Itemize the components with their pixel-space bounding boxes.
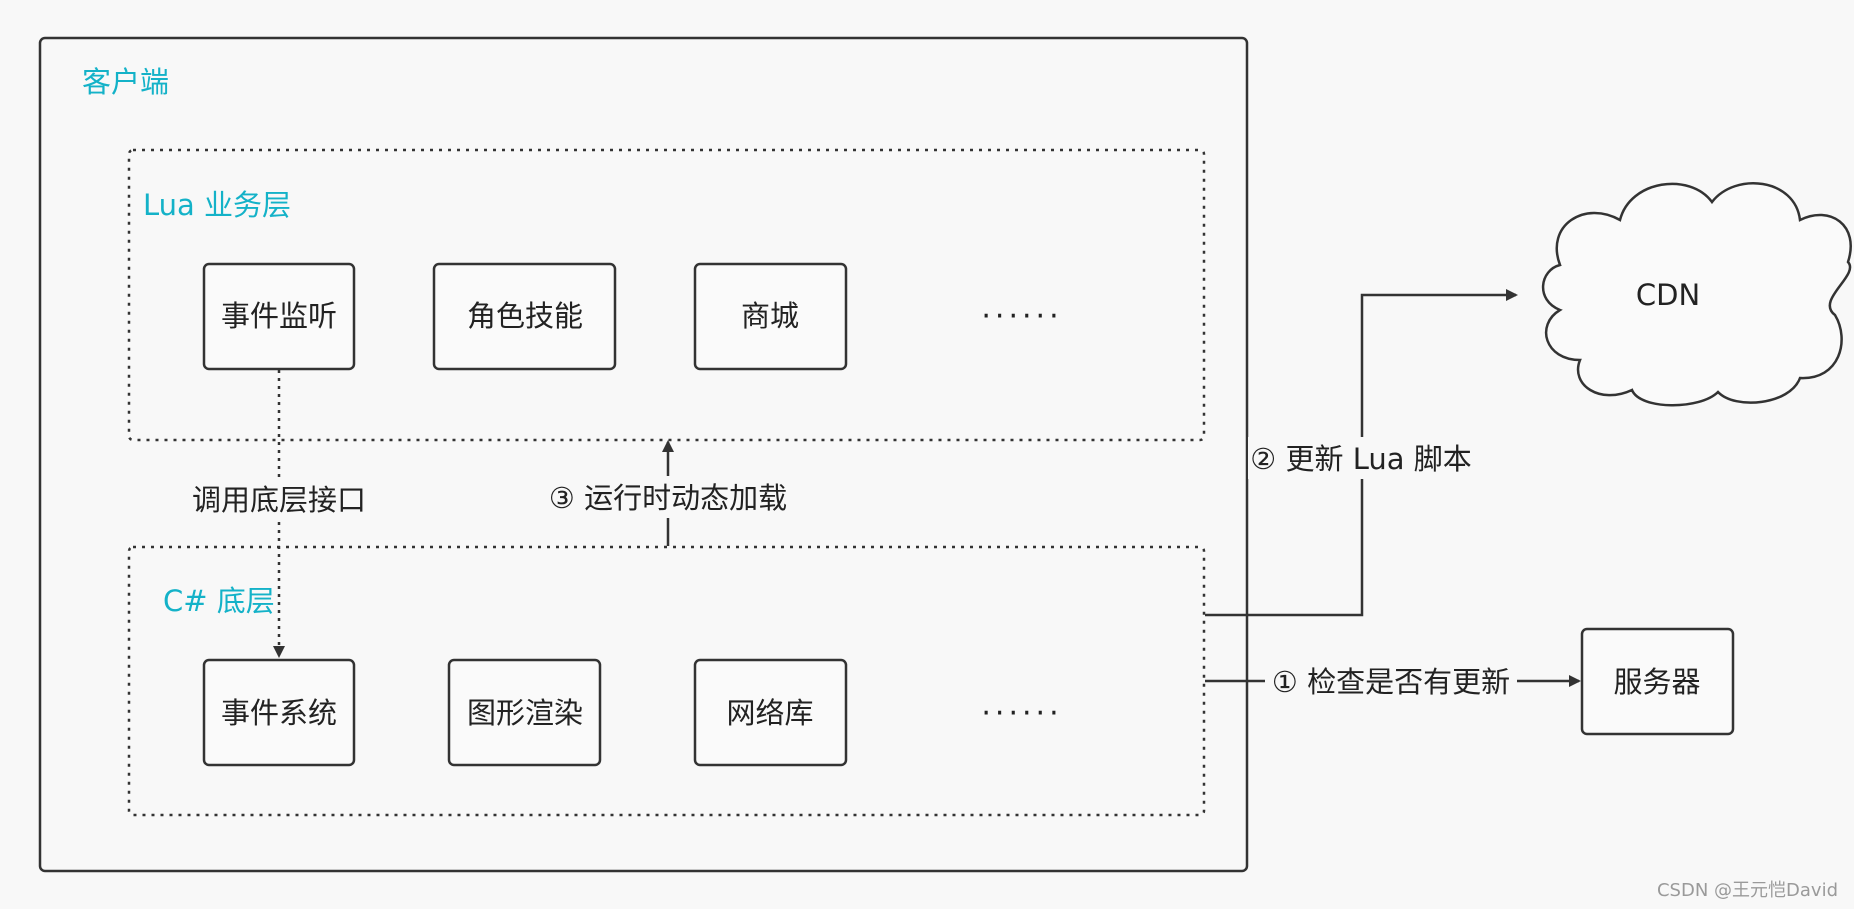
module-network-lib-label: 网络库 [726,696,813,730]
module-network-lib [693,658,848,767]
module-graphics-render-label: 图形渲染 [467,696,583,730]
module-event-listener-label: 事件监听 [221,299,337,333]
csharp-layer-container [127,545,1206,817]
module-event-system [202,658,356,767]
client-title: 客户端 [82,65,169,99]
module-shop [693,262,848,371]
module-shop-label: 商城 [741,299,799,333]
module-event-system-label: 事件系统 [221,696,337,730]
server-box [1580,627,1735,736]
module-role-skill-label: 角色技能 [467,299,583,333]
edge-runtime-load-label: ③ 运行时动态加载 [549,481,787,515]
cdn-cloud-icon [1541,182,1852,407]
csharp-ellipsis: ······ [981,696,1062,731]
csharp-layer-title: C# 底层 [163,584,275,618]
edge-update-lua-label-bg [1248,437,1474,479]
module-graphics-render [447,658,602,767]
edge-call-lower-label: 调用底层接口 [192,483,366,517]
lua-layer-container [127,148,1206,442]
edge-check-update-label-bg [1265,659,1517,703]
edge-update-lua-label: ② 更新 Lua 脚本 [1250,442,1471,476]
module-role-skill [432,262,617,371]
client-container [38,36,1249,873]
edge-check-update-label: ① 检查是否有更新 [1272,665,1510,699]
watermark: CSDN @王元恺David [1657,880,1838,901]
edge-call-lower-label-bg [186,478,372,520]
lua-ellipsis: ······ [981,299,1062,334]
edge-runtime-load-label-bg [536,476,800,518]
server-label: 服务器 [1613,665,1700,699]
cdn-label: CDN [1636,278,1700,312]
lua-layer-title: Lua 业务层 [143,188,291,222]
module-event-listener [202,262,356,371]
